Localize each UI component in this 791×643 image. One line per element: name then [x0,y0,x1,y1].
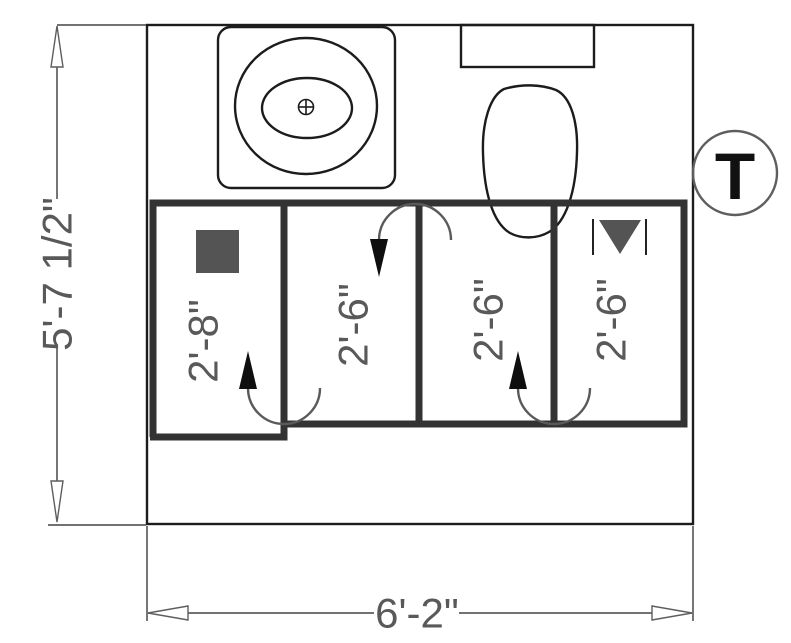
stall-1-label: 2'-8" [180,299,227,383]
door-swing-2 [370,202,453,277]
stall-1-outline [150,203,288,441]
height-dimension: 5'-7 1/2" [34,24,146,526]
toilet-tank-outline [459,23,596,69]
stall-4-triangle-emblem [592,219,647,255]
sink-icon [216,25,397,190]
width-dimension-label: 6'-2" [375,590,459,637]
toilet-bowl-outline [481,84,579,239]
width-dimension: 6'-2" [146,526,694,637]
dim-arrow-left-icon [147,605,189,621]
toilet-icon [459,23,596,239]
door-swing-1 [239,351,322,426]
dim-arrow-up-icon [50,25,64,68]
sink-counter-outline [216,25,397,190]
swing-down-arrow-2 [370,239,388,277]
door-swing-3 [509,351,592,426]
stall-4-label: 2'-6" [588,278,635,362]
thermostat-symbol: T [691,129,779,217]
sink-basin-inner [260,76,354,140]
swing-up-arrow-1 [239,351,257,389]
stall-1-square-emblem [196,230,239,273]
thermostat-letter: T [715,139,755,213]
swing-up-arrow-3 [509,351,527,389]
swing-arc-1 [246,387,322,426]
sink-basin-outer [233,36,379,176]
stall-3-label: 2'-6" [465,278,512,362]
stall-2-label: 2'-6" [330,283,377,367]
dim-arrow-down-icon [50,480,64,523]
height-dimension-label: 5'-7 1/2" [34,197,81,351]
swing-arc-2 [377,202,453,241]
thermostat-circle [691,129,779,217]
swing-arc-3 [516,387,592,426]
emblem-down-triangle [599,220,641,254]
dim-arrow-right-icon [651,605,693,621]
room-outline [145,23,695,526]
